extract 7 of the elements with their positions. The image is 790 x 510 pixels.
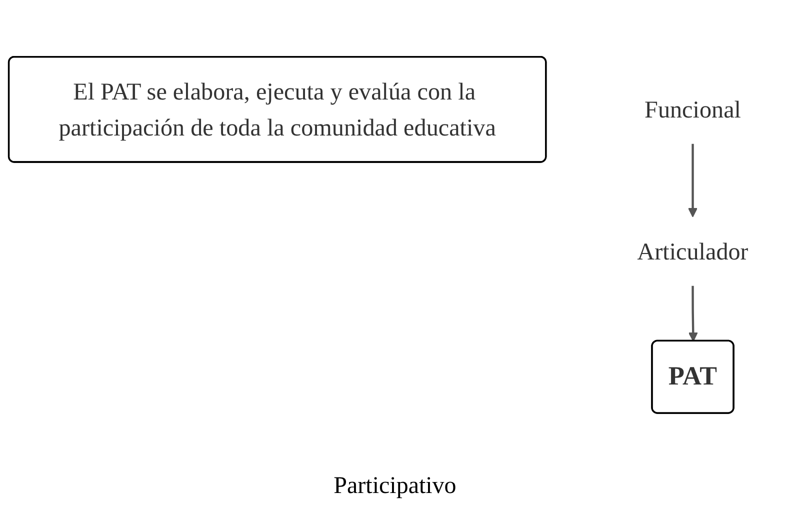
note-box: El PAT se elabora, ejecuta y evalúa con la participación de toda la comunidad educativa xyxy=(8,56,547,162)
text-label: Funcional xyxy=(644,95,741,123)
arrow xyxy=(688,285,698,342)
arrow xyxy=(688,144,698,217)
title-box: PAT xyxy=(651,339,734,414)
text-label: Articulador xyxy=(637,237,748,265)
text-label: Participativo xyxy=(334,473,456,500)
